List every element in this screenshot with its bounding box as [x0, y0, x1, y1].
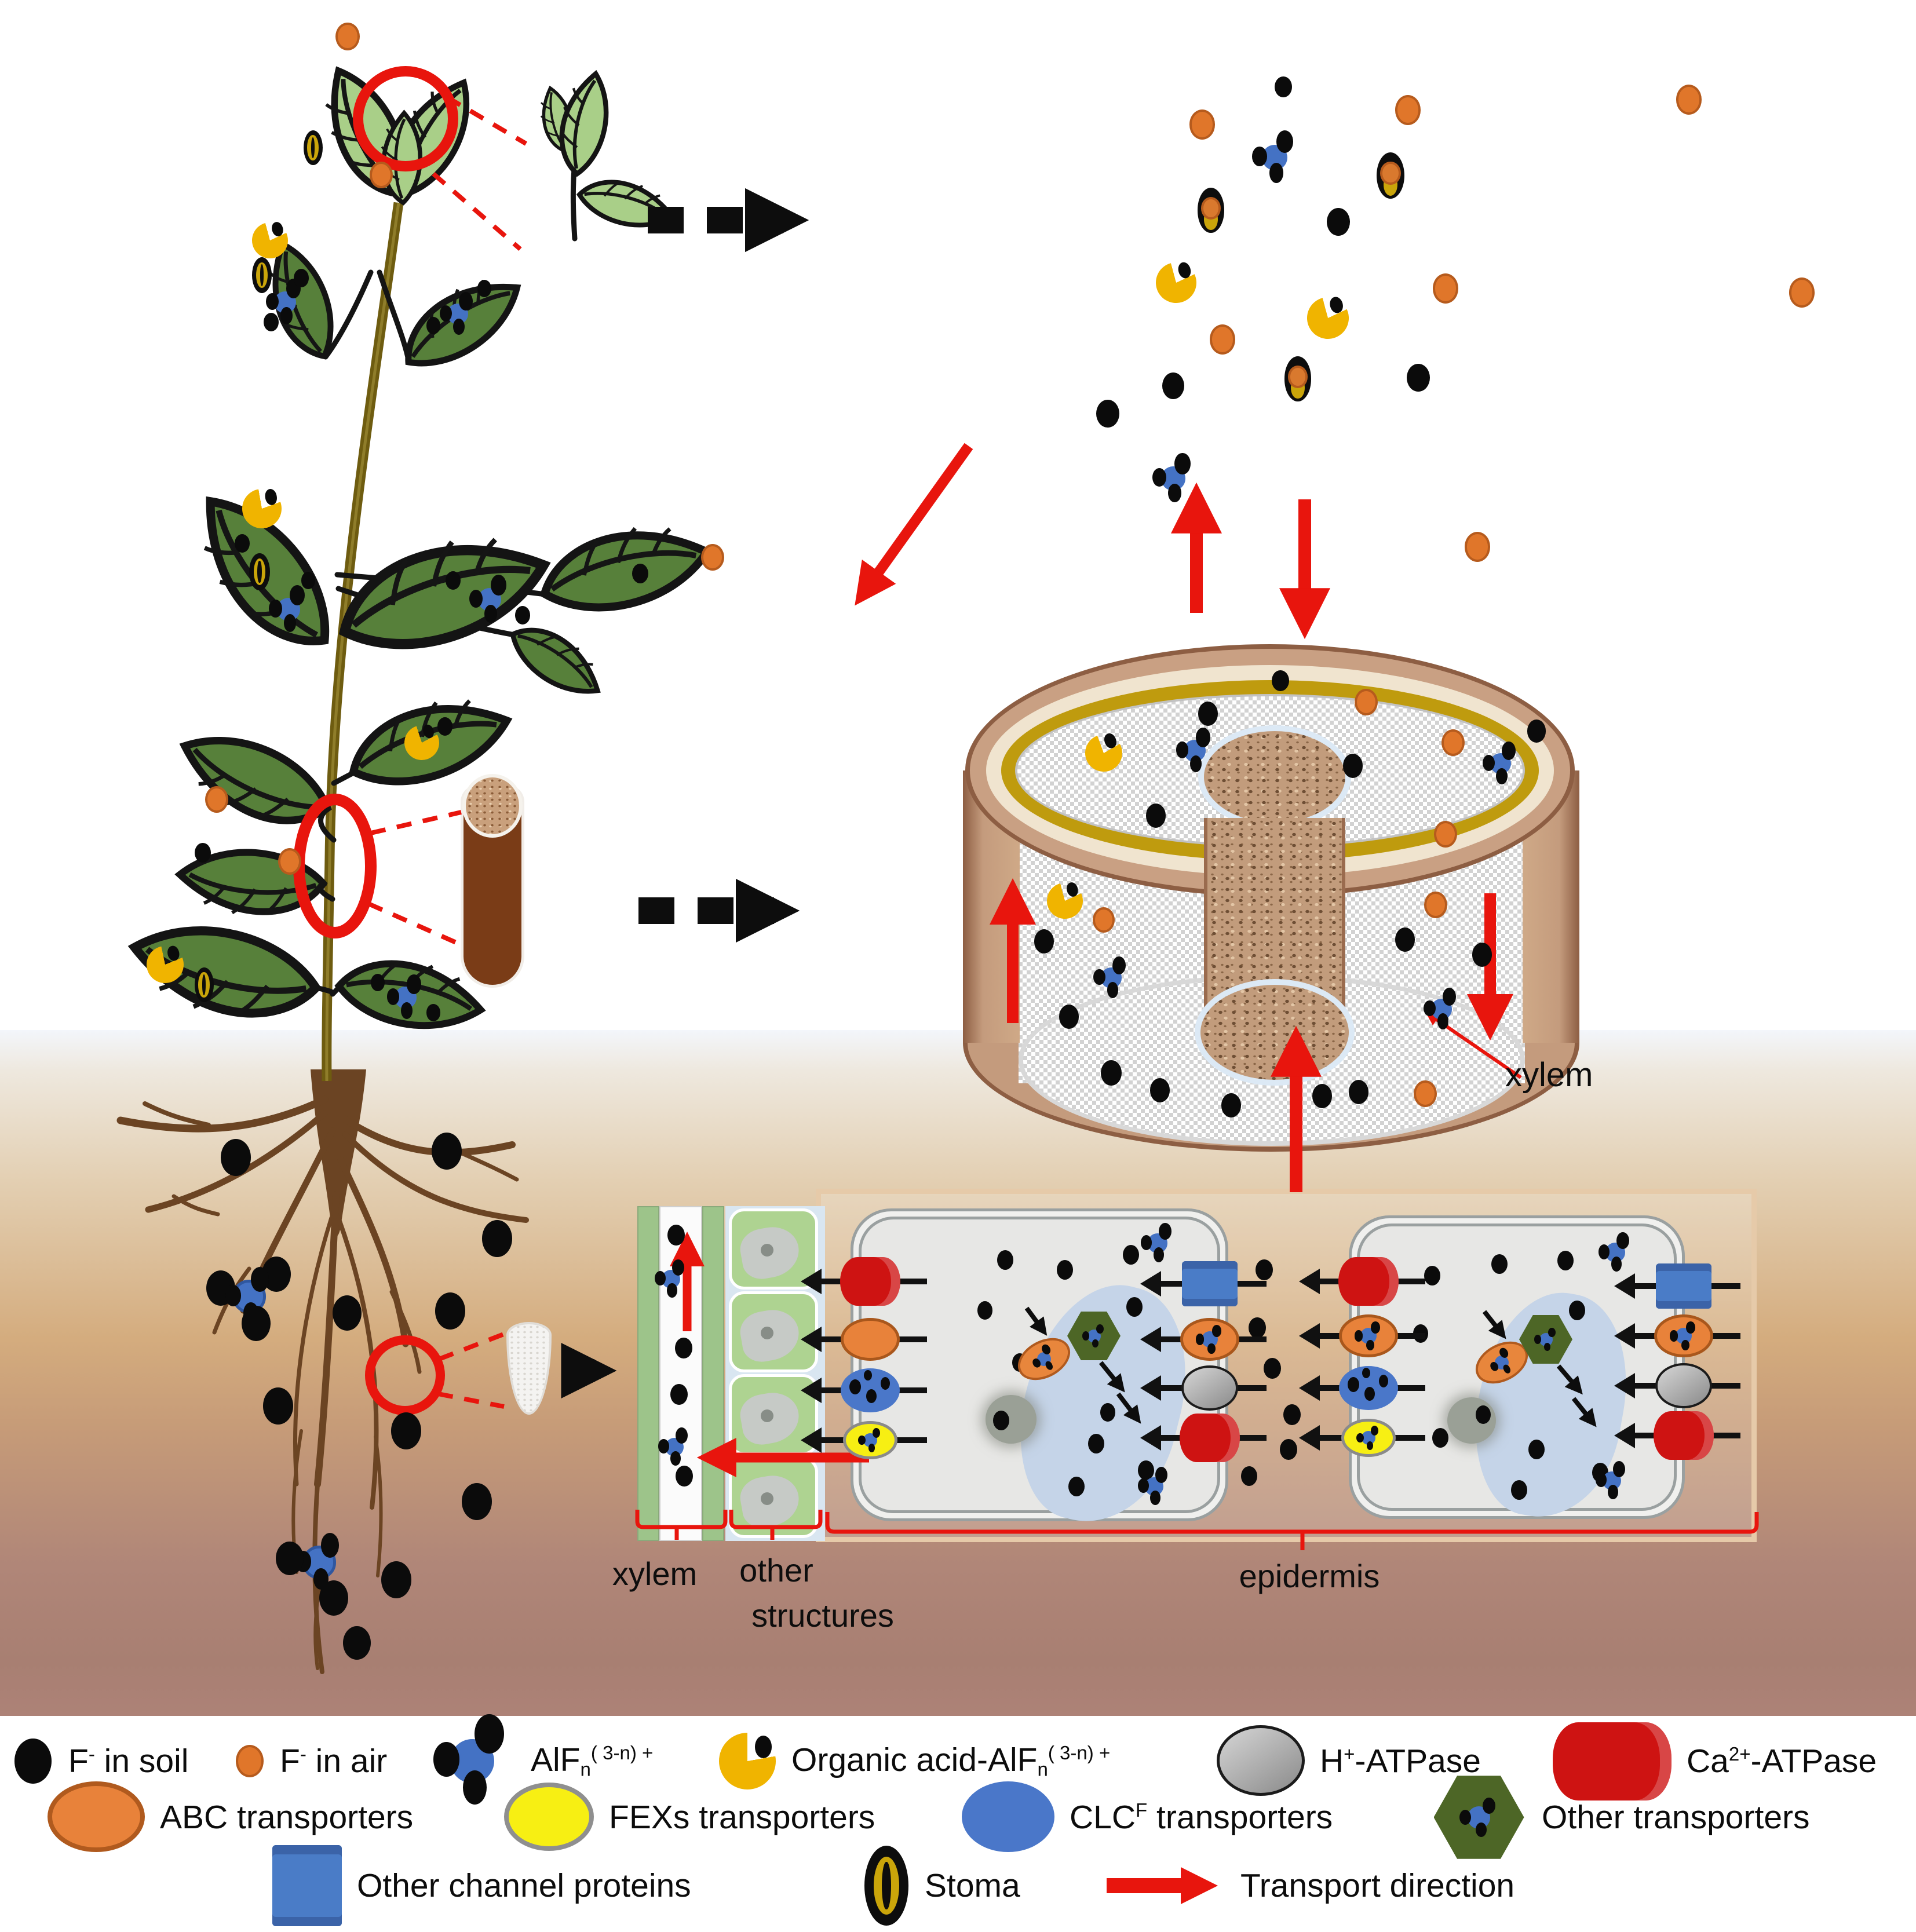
legend-ca-atpase-label: Ca2+-ATPase: [1687, 1743, 1877, 1780]
zoom-circle-stem: [293, 794, 377, 938]
legend-other-transporters-label: Other transporters: [1542, 1799, 1810, 1836]
legend-organic-acid-alf-icon: [718, 1729, 776, 1793]
stem-segment-top: [462, 774, 523, 838]
legend-transport-direction-label: Transport direction: [1240, 1867, 1515, 1904]
legend-fexs-transporters-icon: [504, 1783, 594, 1852]
leaf-sprig-inset: [537, 68, 679, 242]
xylem-vessel-lumen: [659, 1206, 702, 1541]
legend-transport-direction-icon: [1107, 1867, 1225, 1904]
legend-organic-acid-alf: Organic acid-AlFn( 3-n) +: [718, 1715, 1110, 1807]
legend-organic-acid-alf-label: Organic acid-AlFn( 3-n) +: [791, 1741, 1111, 1781]
legend-h-atpase-icon: [1217, 1725, 1305, 1797]
xylem-vessel-right-wall: [702, 1206, 724, 1541]
legend-alf-complex: AlFn( 3-n) +: [429, 1714, 654, 1807]
legend-f-in-soil: F- in soil: [13, 1715, 188, 1807]
legend-other-transporters: Other transporters: [1431, 1771, 1810, 1864]
legend-ca-atpase-icon: [1553, 1722, 1672, 1800]
legend-alf-complex-label: AlFn( 3-n) +: [531, 1741, 654, 1781]
legend-abc-transporters-icon: [48, 1781, 145, 1853]
xylem-vessel-left-wall: [637, 1206, 659, 1541]
legend-clcf-transporters-label: CLCF transporters: [1070, 1799, 1333, 1836]
legend-stoma-icon: [863, 1845, 910, 1927]
plant-cell: [729, 1457, 818, 1538]
legend-h-atpase-label: H+-ATPase: [1320, 1743, 1481, 1780]
legend-f-in-soil-icon: [13, 1737, 53, 1785]
legend-alf-complex-icon: [429, 1714, 516, 1805]
other-structures-label-line2: structures: [751, 1597, 894, 1634]
legend-clcf-transporters-icon: [962, 1781, 1054, 1853]
pith-bottom: [1195, 979, 1355, 1086]
legend-transport-direction: Transport direction: [1107, 1839, 1514, 1932]
xylem-strip-label: xylem: [612, 1555, 698, 1592]
legend-h-atpase: H+-ATPase: [1217, 1715, 1481, 1807]
legend-other-channel-proteins-icon: [272, 1845, 342, 1926]
arrow-air-to-plant: [855, 443, 973, 606]
legend-f-in-air-label: F- in air: [280, 1743, 388, 1780]
xylem-section-label: xylem: [1505, 1056, 1593, 1094]
epidermis-label: epidermis: [1239, 1558, 1380, 1594]
zoom-circle-shoot: [353, 66, 458, 171]
legend-fexs-transporters-label: FEXs transporters: [609, 1799, 875, 1836]
other-structures-label-line1: other: [739, 1552, 813, 1588]
pith-top: [1198, 725, 1351, 828]
legend-fexs-transporters: FEXs transporters: [504, 1771, 875, 1864]
legend-f-in-soil-label: F- in soil: [68, 1743, 189, 1780]
legend-ca-atpase: Ca2+-ATPase: [1553, 1715, 1877, 1807]
legend-stoma: Stoma: [863, 1839, 1020, 1932]
legend-other-channel-proteins: Other channel proteins: [272, 1839, 691, 1932]
legend-abc-transporters: ABC transporters: [48, 1771, 413, 1864]
legend-other-transporters-icon: [1431, 1774, 1527, 1861]
legend-clcf-transporters: CLCF transporters: [962, 1771, 1333, 1864]
plant-stem: [322, 202, 404, 1082]
legend-f-in-air-icon: [235, 1743, 265, 1780]
plant-leaves: [123, 59, 713, 1041]
legend-f-in-air: F- in air: [235, 1715, 387, 1807]
legend-stoma-label: Stoma: [925, 1867, 1020, 1904]
legend-other-channel-proteins-label: Other channel proteins: [357, 1867, 691, 1904]
legend-abc-transporters-label: ABC transporters: [160, 1799, 414, 1836]
